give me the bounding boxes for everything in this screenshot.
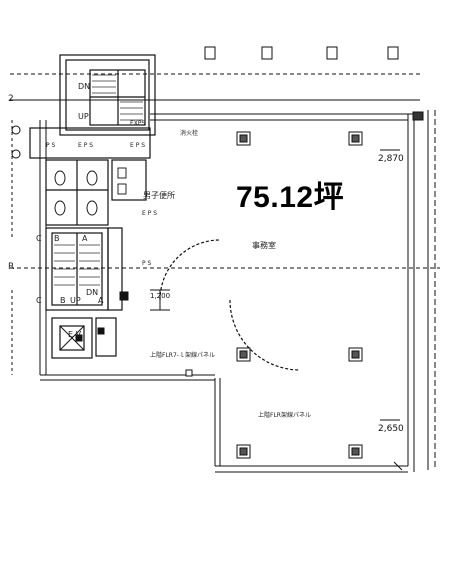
dimension-1200: 1,200 xyxy=(150,292,171,300)
stair-dn-label-upper: DN xyxy=(78,82,91,91)
column-top-3 xyxy=(326,46,338,60)
stair-treads-lower xyxy=(54,244,100,286)
floor-area-label: 75.12坪 xyxy=(236,181,345,214)
grid-label-a-upper: A xyxy=(82,234,88,243)
core-walls xyxy=(29,54,301,371)
grid-label-c-lower: C xyxy=(36,296,42,305)
office-columns xyxy=(236,111,424,459)
column-top-4 xyxy=(387,46,399,60)
eps-label-3: E P S xyxy=(142,210,158,217)
ps-label-2: P S xyxy=(142,260,152,267)
elevator-car xyxy=(59,325,85,351)
column-top-1 xyxy=(204,46,216,60)
mens-toilet-label: 男子便所 xyxy=(143,191,175,200)
annotation-marks xyxy=(11,125,403,471)
grid-label-2: 2 xyxy=(8,94,14,104)
ps-label-1: P S xyxy=(46,142,56,149)
ceiling-note-1: 上階FLR7-ｌ架線パネル xyxy=(150,352,215,359)
dimension-2650: 2,650 xyxy=(378,424,404,434)
stair-dn-label-lower: DN xyxy=(86,288,99,297)
office-label: 事務室 xyxy=(252,241,276,250)
stair-up-label-upper: UP xyxy=(78,112,89,121)
exps-label: EXPS xyxy=(130,120,146,127)
fire-hydrant-label: 消火栓 xyxy=(180,130,199,137)
stair-up-label-lower: UP xyxy=(70,296,81,305)
elevator-label: E V xyxy=(68,330,82,339)
toilet-fixtures xyxy=(54,167,127,216)
column-top-2 xyxy=(261,46,273,60)
eps-label-1: E P S xyxy=(78,142,94,149)
grid-label-c-upper: C xyxy=(36,234,42,243)
grid-label-b-lower: B xyxy=(60,296,66,305)
grid-label-b-upper: B xyxy=(54,234,60,243)
grid-label-r: R xyxy=(8,262,15,272)
dimension-2870: 2,870 xyxy=(378,154,404,164)
ceiling-note-2: 上階FLR架線パネル xyxy=(258,412,311,419)
grid-label-a-lower: A xyxy=(98,296,104,305)
eps-label-2: E P S xyxy=(130,142,146,149)
outer-boundary xyxy=(10,73,440,473)
column-grid-top xyxy=(204,46,399,60)
stair-treads-upper xyxy=(92,74,143,121)
